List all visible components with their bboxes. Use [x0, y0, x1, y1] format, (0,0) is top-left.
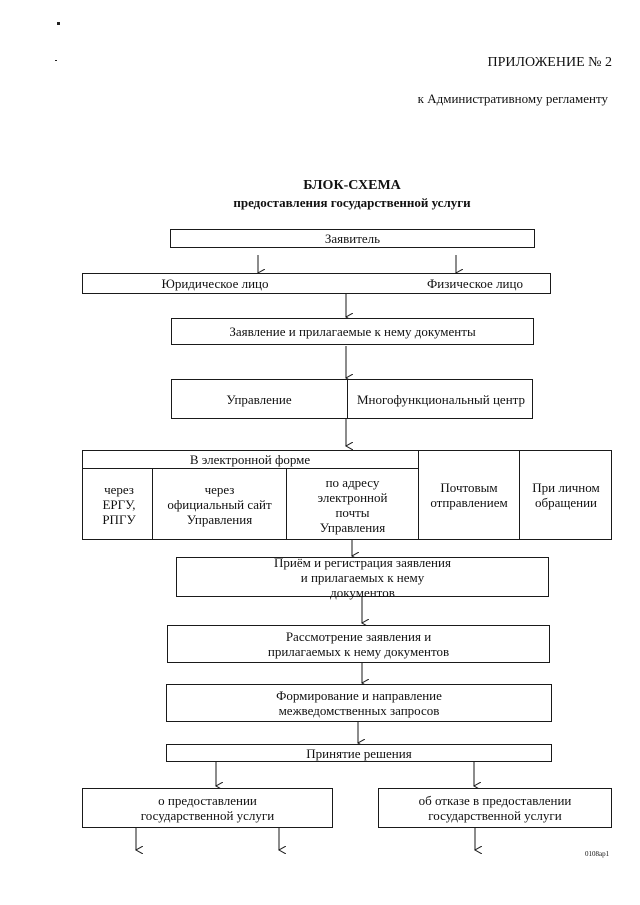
electronic-form-header: В электронной форме	[82, 450, 418, 469]
in-person-cell: При личном обращении	[532, 480, 600, 510]
appendix-reference: к Административному регламенту	[417, 91, 608, 106]
individual-cell: Физическое лицо	[427, 276, 523, 291]
diagram-title: БЛОК-СХЕМА	[303, 178, 401, 193]
review-box: Рассмотрение заявления и прилагаемых к н…	[167, 625, 550, 663]
reception-registration-box: Приём и регистрация заявления и прилагае…	[176, 555, 549, 600]
entity-type-row	[82, 273, 551, 294]
department-cell: Управление	[171, 379, 348, 419]
scan-speck	[55, 60, 57, 61]
application-documents-box: Заявление и прилагаемые к нему документы	[171, 318, 534, 345]
submission-methods-table	[82, 450, 612, 540]
interagency-requests-box: Формирование и направление межведомствен…	[166, 684, 552, 722]
divider	[286, 469, 287, 540]
applicant-box: Заявитель	[170, 229, 535, 248]
via-email-cell: по адресу электронной почты Управления	[317, 474, 388, 535]
document-code: 0108ар1	[585, 850, 610, 858]
diagram-subtitle: предоставления государственной услуги	[233, 195, 471, 210]
via-ergu-cell: через ЕРГУ, РПГУ	[102, 482, 136, 527]
legal-entity-cell: Юридическое лицо	[161, 276, 269, 291]
mfc-cell: Многофункциональный центр	[357, 391, 525, 407]
divider	[519, 450, 520, 540]
decision-box: Принятие решения	[166, 744, 552, 762]
via-official-site-cell: через официальный сайт Управления	[167, 482, 272, 527]
grant-service-box: о предоставлении государственной услуги	[82, 788, 333, 828]
appendix-number: ПРИЛОЖЕНИЕ № 2	[487, 55, 613, 70]
by-mail-cell: Почтовым отправлением	[430, 480, 508, 510]
scan-speck	[57, 22, 60, 25]
divider	[152, 469, 153, 540]
divider	[418, 450, 419, 540]
submission-place-row	[171, 379, 533, 419]
refusal-service-box: об отказе в предоставлении государственн…	[378, 788, 612, 828]
